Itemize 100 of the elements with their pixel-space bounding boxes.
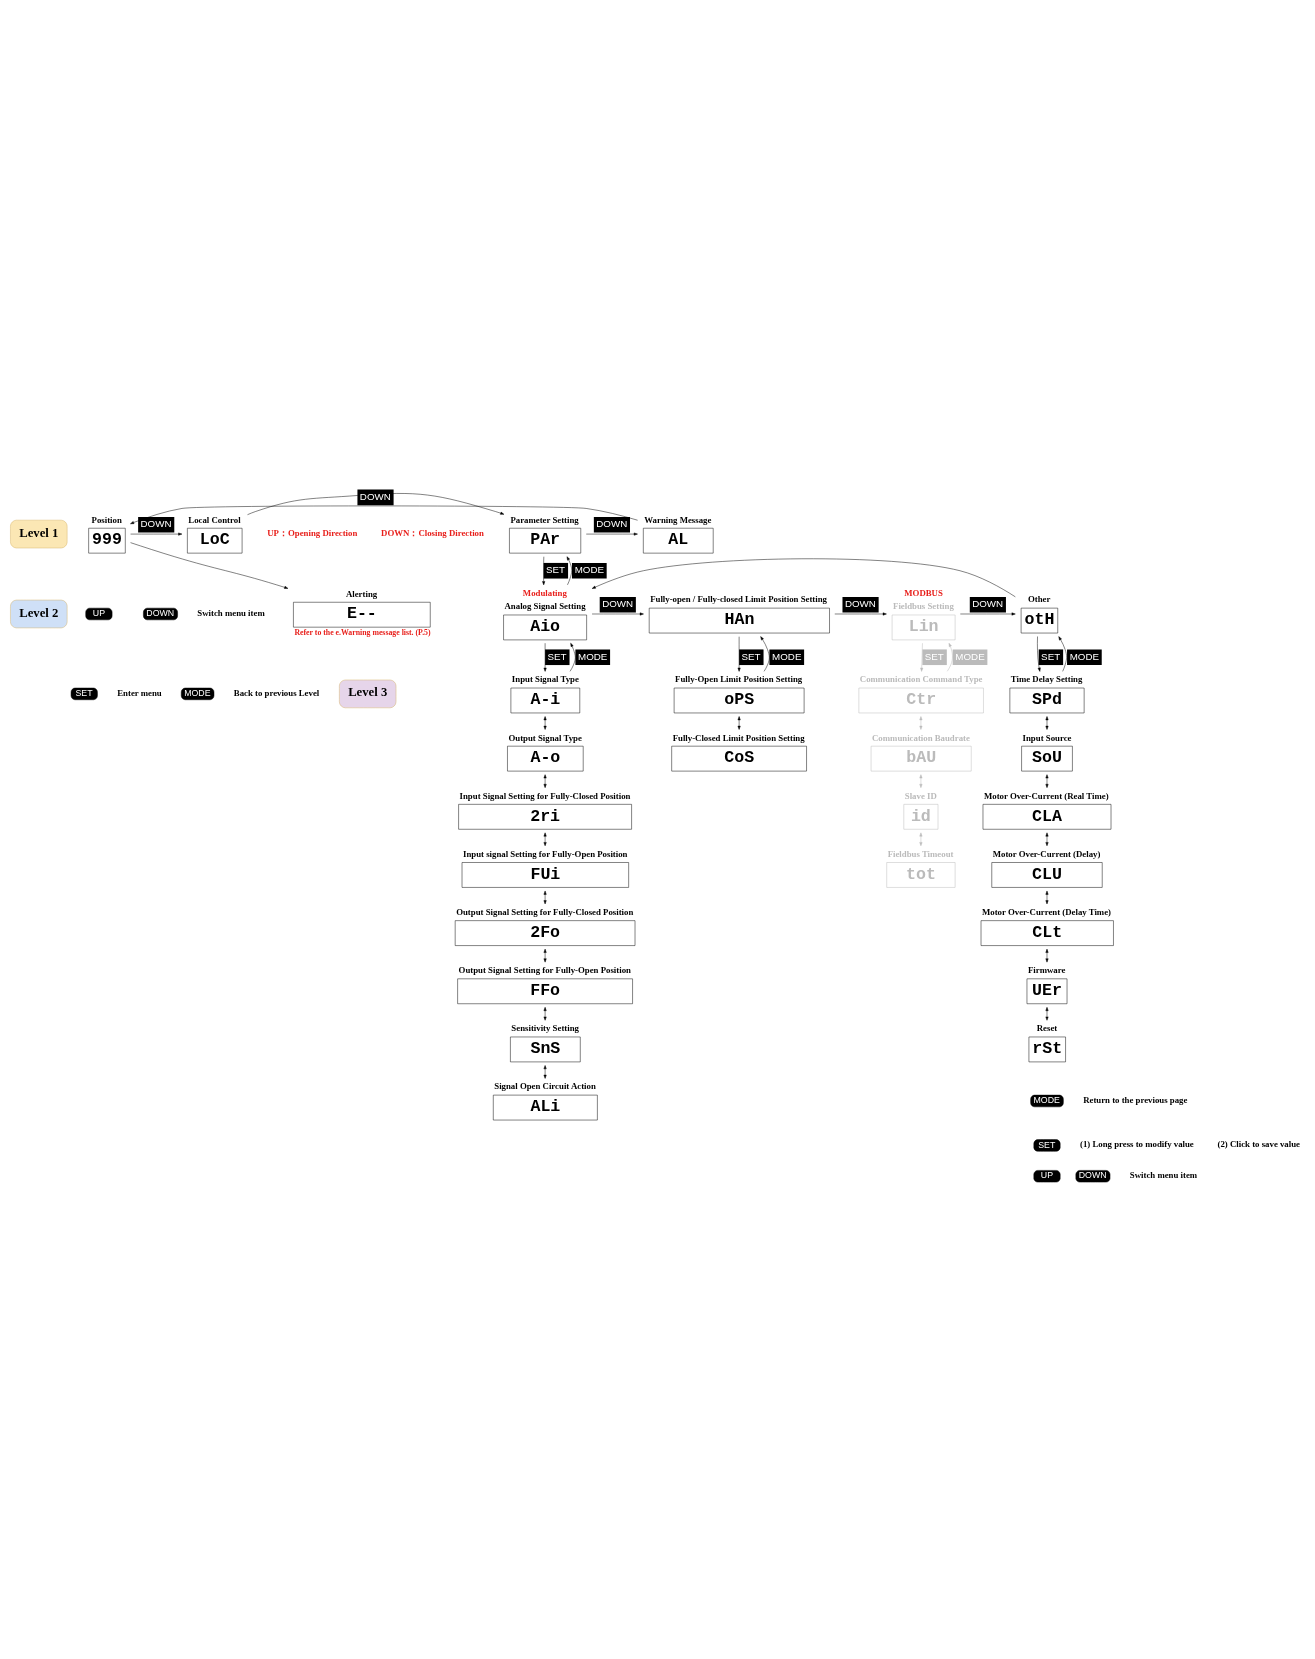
node-box: UP (85, 607, 113, 620)
edge-label: DOWN (972, 597, 1004, 609)
node-box: UEr (1026, 978, 1068, 1004)
edge-label: DOWN (596, 517, 628, 529)
node-box: 999 (88, 527, 126, 553)
node-label: Fieldbus Setting (893, 600, 954, 611)
arrow (543, 948, 547, 962)
node-label: Other (1027, 593, 1051, 604)
node-label: Input Signal Setting for Fully-Closed Position (459, 790, 631, 801)
edge-label: MODE (955, 650, 985, 662)
node-box: ALi (493, 1094, 598, 1120)
arrow (1045, 715, 1049, 730)
node-box: bAU (870, 745, 972, 771)
edge-label: DOWN (140, 517, 172, 529)
node-label: MODBUS (904, 587, 943, 598)
node-box: Lin (891, 614, 956, 640)
node-label: Signal Open Circuit Action (494, 1080, 596, 1091)
edge-label: SET (547, 650, 567, 662)
node-box: MODE (1030, 1094, 1064, 1107)
node-label: Sensitivity Setting (511, 1022, 579, 1033)
edge-label: MODE (574, 563, 604, 575)
node-label: Output Signal Setting for Fully-Open Position (458, 964, 631, 975)
label: Enter menu (117, 687, 162, 698)
arrow (566, 555, 572, 585)
arrow (543, 832, 547, 846)
edge-label: MODE (578, 650, 608, 662)
node-box: otH (1020, 607, 1058, 633)
edge-label: MODE (772, 650, 802, 662)
arrow (130, 505, 638, 524)
node-box: id (903, 803, 939, 829)
arrow (760, 635, 770, 672)
arrow (591, 612, 644, 615)
arrow (543, 773, 547, 788)
arrow (543, 642, 547, 672)
edge-label: SET (924, 650, 944, 662)
node-box: 2ri (458, 803, 632, 829)
arrow (543, 1006, 547, 1021)
node-box: A-i (510, 687, 581, 713)
node-label: Communication Command Type (859, 673, 983, 684)
arrow (543, 715, 547, 730)
node-label: Alerting (345, 588, 378, 599)
arrow (542, 555, 546, 585)
node-box: SnS (510, 1036, 581, 1062)
node-label: Fieldbus Timeout (887, 848, 954, 859)
node-box: 2Fo (454, 919, 636, 946)
arrow (1045, 773, 1049, 788)
node-box: HAn (648, 607, 830, 633)
node-box: CoS (671, 745, 807, 771)
label: (2) Click to save value (1217, 1138, 1300, 1149)
node-label: Position (91, 514, 122, 525)
node-box: PAr (509, 527, 581, 553)
arrow (919, 832, 923, 846)
node-box: rSt (1028, 1036, 1066, 1062)
node-label: Output Signal Setting for Fully-Closed Position (456, 906, 634, 917)
arrow (1058, 635, 1067, 672)
node-box: SET (1033, 1138, 1061, 1152)
arrow (834, 612, 887, 615)
label: Return to the previous page (1083, 1094, 1188, 1105)
node-label: Analog Signal Setting (504, 600, 586, 611)
node-box: Aio (503, 614, 587, 640)
arrow (130, 541, 289, 589)
node-box: CLA (982, 803, 1112, 829)
node-label: Fully-Open Limit Position Setting (675, 673, 803, 684)
arrow (920, 642, 924, 672)
arrow (543, 1064, 547, 1079)
node-box: CLt (980, 919, 1114, 946)
node-label: Input Source (1022, 732, 1072, 743)
node-label: Warning Message (644, 514, 712, 525)
arrow (737, 715, 741, 730)
node-box: CLU (991, 861, 1103, 888)
label: Switch menu item (197, 607, 265, 618)
node-box: SET (70, 687, 98, 700)
arrow (919, 773, 923, 788)
node-box: Level 1 (10, 519, 68, 548)
node-label: Firmware (1027, 964, 1066, 975)
node-label: Reset (1036, 1022, 1058, 1033)
node-label: Parameter Setting (510, 514, 579, 525)
arrow (1037, 635, 1041, 672)
node-label: Communication Baudrate (872, 732, 970, 743)
edge-label: DOWN (602, 597, 634, 609)
node-box: Ctr (858, 687, 984, 713)
node-box: tot (886, 861, 956, 888)
label: Back to previous Level (233, 687, 320, 698)
node-box: Level 2 (10, 599, 68, 628)
label: DOWN：Closing Direction (381, 527, 484, 538)
node-box: DOWN (143, 607, 178, 620)
node-box: AL (643, 527, 714, 553)
edge-label: DOWN (359, 490, 391, 502)
node-box: A-o (507, 745, 584, 771)
arrow (1045, 832, 1049, 846)
arrow (1045, 890, 1049, 904)
node-box: DOWN (1075, 1169, 1111, 1182)
node-box: MODE (181, 687, 215, 700)
node-label: Motor Over-Current (Real Time) (983, 790, 1109, 801)
node-label: Time Delay Setting (1010, 673, 1083, 684)
arrow (919, 715, 923, 730)
node-label: Input signal Setting for Fully-Open Position (462, 848, 628, 859)
arrow (960, 612, 1016, 615)
arrow (569, 642, 576, 672)
node-label: Local Control (188, 514, 241, 525)
